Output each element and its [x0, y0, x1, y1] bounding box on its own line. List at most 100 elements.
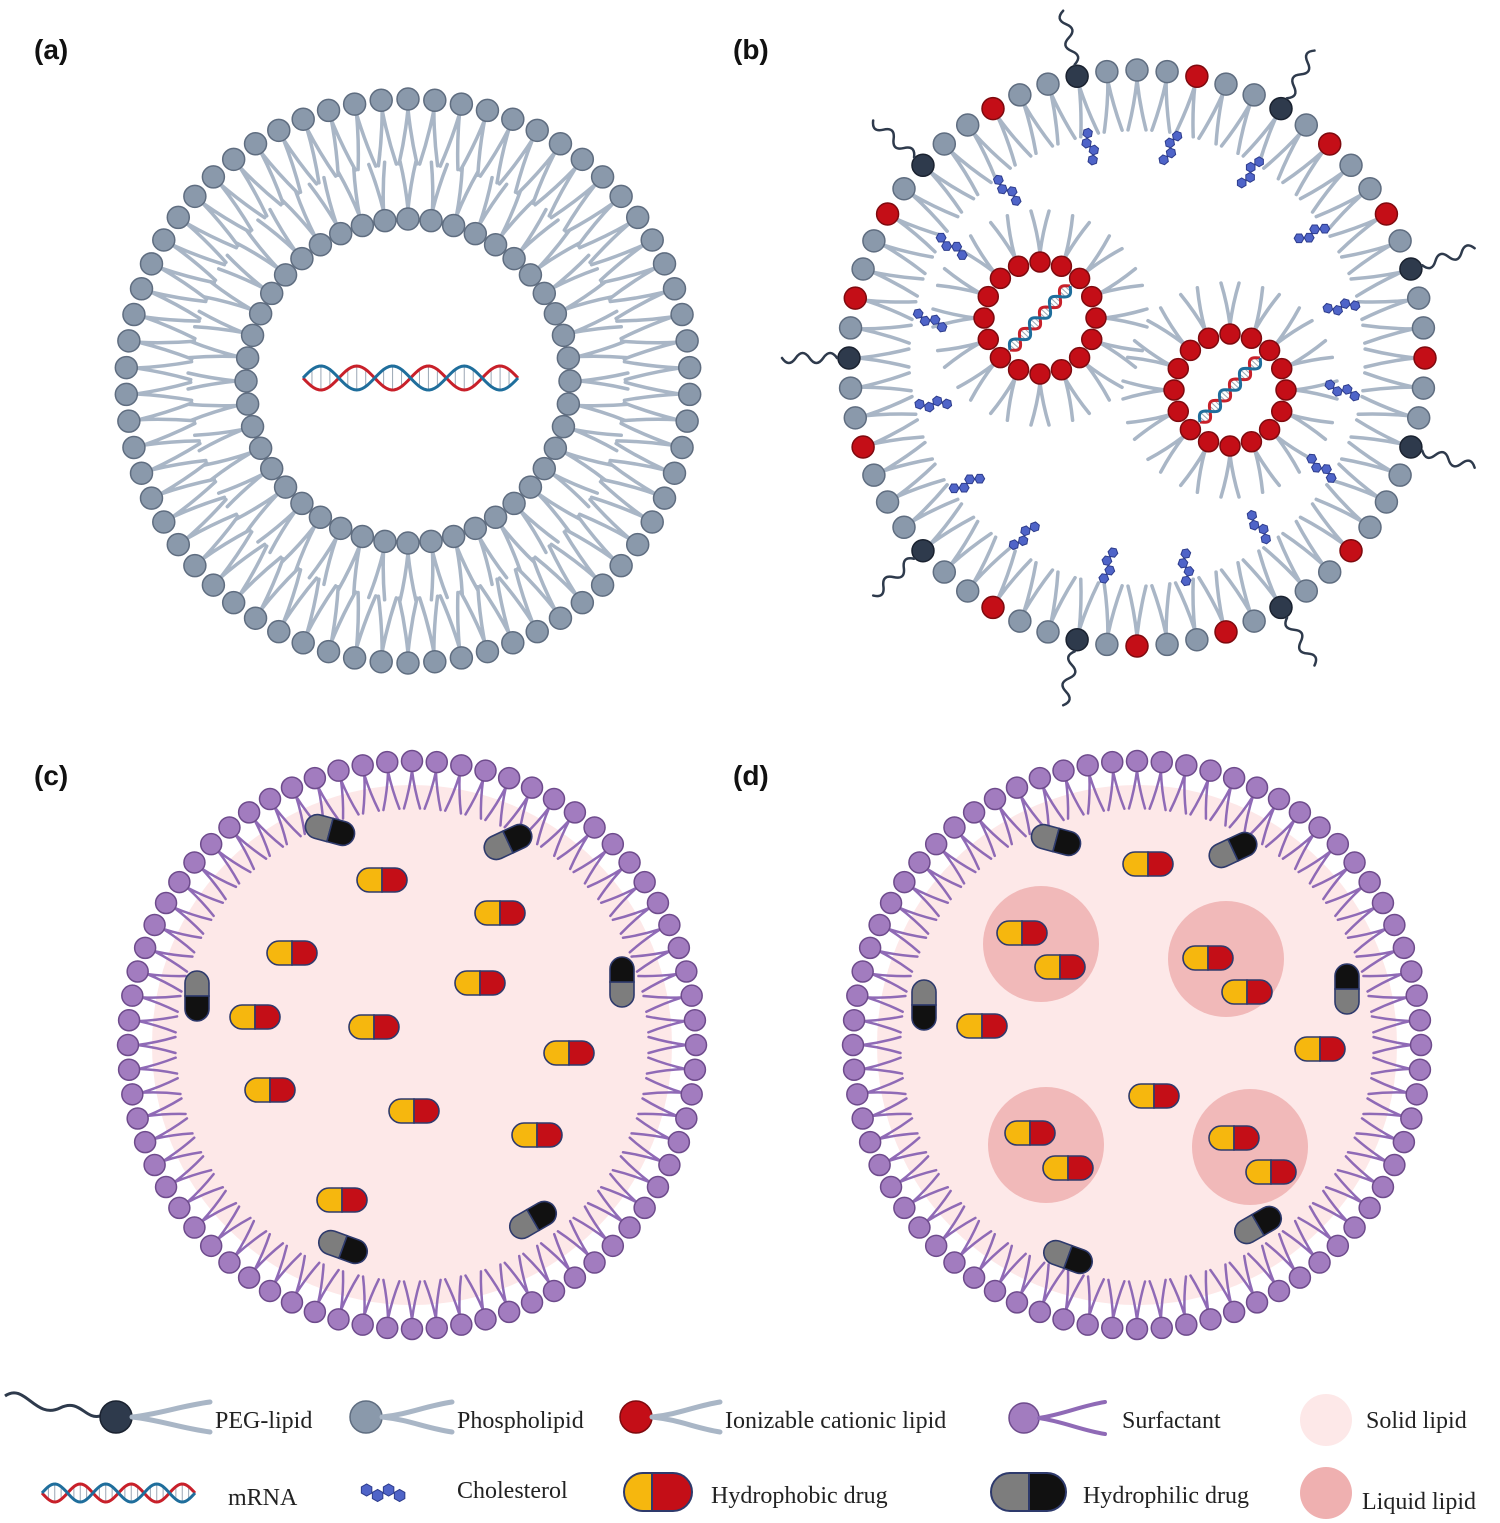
surfactant-head [400, 1317, 424, 1341]
hydrophobic-drug [1122, 851, 1174, 877]
phospholipid-head [259, 456, 284, 481]
surfactant-head [474, 759, 497, 782]
ionizable-lipid-head [1258, 418, 1281, 441]
lipid-tail [281, 137, 319, 194]
lipid-tail [152, 1117, 194, 1141]
phospholipid-head [122, 435, 146, 460]
lipid-tail [645, 1056, 687, 1075]
lipid-tail [996, 549, 1033, 601]
lipid-tail [477, 535, 509, 587]
surfactant-head [1100, 1316, 1124, 1340]
lipid-tail [429, 549, 449, 602]
capsule-right-half [381, 867, 408, 893]
ionizable-lipid-head [851, 435, 875, 459]
lipid-tail [1297, 849, 1333, 885]
phospholipid-head [423, 88, 447, 113]
lipid-tail [1253, 285, 1282, 332]
lipid-tail [611, 906, 652, 935]
surfactant-head [116, 1033, 140, 1057]
surfactant-head [1383, 1153, 1406, 1177]
surfactant-head [183, 1216, 206, 1239]
lipid-tail [1355, 1117, 1397, 1141]
cholesterol-ring [1349, 390, 1361, 402]
phospholipid-head [675, 409, 699, 433]
lipid-tail [608, 441, 667, 472]
surfactant-head [1245, 1291, 1269, 1314]
surfactant-head [842, 1058, 866, 1082]
phospholipid-head [259, 281, 284, 306]
surfactant-head [1028, 766, 1052, 790]
lipid-tail [141, 315, 201, 341]
hydrophilic-drug [911, 979, 937, 1031]
phospholipid-head [551, 323, 576, 348]
ionizable-lipid-head [989, 346, 1012, 369]
lipid-tail [562, 280, 614, 312]
lipid-tail [556, 833, 590, 871]
phospholipid-head [166, 532, 191, 557]
lipid-tail [572, 849, 608, 885]
phospholipid-head [556, 346, 581, 370]
phospholipid-head [670, 435, 694, 460]
surfactant-head [133, 936, 157, 960]
capsule-right-half [1226, 831, 1258, 862]
hydrophobic-drug [1004, 1120, 1056, 1146]
surfactant-head [646, 891, 670, 915]
lipid-tail [1189, 778, 1210, 820]
lipid-tail [256, 509, 298, 555]
lipid-tail [1148, 770, 1167, 812]
capsule-right-half [1270, 1159, 1297, 1185]
phospholipid-head [1388, 229, 1412, 253]
phospholipid-head [152, 228, 176, 252]
lipid-tail [1356, 298, 1411, 322]
lipid-tail [499, 189, 536, 239]
surfactant-head [143, 913, 166, 937]
lipid-tail [281, 568, 319, 625]
surfactant-head [218, 1251, 241, 1274]
capsule-left-half [511, 1122, 538, 1148]
phospholipid-head [843, 406, 868, 430]
lipid-tail [1355, 949, 1397, 973]
phospholipid-head [1036, 620, 1060, 644]
lipid-tail [1298, 170, 1346, 214]
hydrophobic-drug [348, 1014, 400, 1040]
phospholipid-head [240, 323, 265, 348]
lipid-tail [1126, 584, 1148, 638]
legend-cholesterol-icon [360, 1483, 406, 1503]
phospholipid-head [501, 631, 525, 655]
phospholipid-head [248, 436, 273, 461]
lipid-tail [137, 1015, 179, 1034]
lipid-tail [1107, 770, 1126, 812]
lipid-tail [376, 594, 399, 654]
ionizable-lipid-head [977, 285, 1000, 308]
peg-lipid-head [1269, 96, 1293, 121]
ionizable-lipid-head [1163, 379, 1185, 401]
cholesterol-ring [1254, 156, 1264, 168]
surfactant-head [924, 1234, 948, 1258]
phospholipid-head [838, 376, 863, 400]
lipid-tail [367, 160, 387, 213]
surfactant-head [1392, 1130, 1416, 1154]
lipid-tail [562, 450, 614, 482]
lipid-tail [234, 229, 280, 271]
surfactant-head [667, 936, 691, 960]
surfactant-head [1267, 1279, 1291, 1303]
cholesterol-ring [1088, 144, 1100, 156]
phospholipid-head [1125, 58, 1149, 82]
lipid-tail [140, 1076, 182, 1096]
mrna-strand [1197, 357, 1263, 423]
capsule-left-half [1042, 1155, 1069, 1181]
capsule-right-half [1029, 1120, 1056, 1146]
lipid-tail [234, 1219, 268, 1257]
hydrophilic-drug [1043, 1239, 1093, 1275]
lipid-tail [402, 1280, 422, 1321]
lipid-tail [382, 770, 401, 812]
capsule-right-half [981, 1013, 1008, 1039]
surfactant-head [1400, 960, 1423, 983]
ionizable-lipid-head [1197, 327, 1220, 350]
cholesterol-ring [1306, 453, 1318, 464]
capsule-right-half [1051, 827, 1082, 857]
lipid-tail [186, 371, 238, 391]
ionizable-lipid-head [1007, 255, 1030, 278]
lipid-tail [458, 118, 487, 177]
phospholipid-head [1294, 579, 1319, 603]
